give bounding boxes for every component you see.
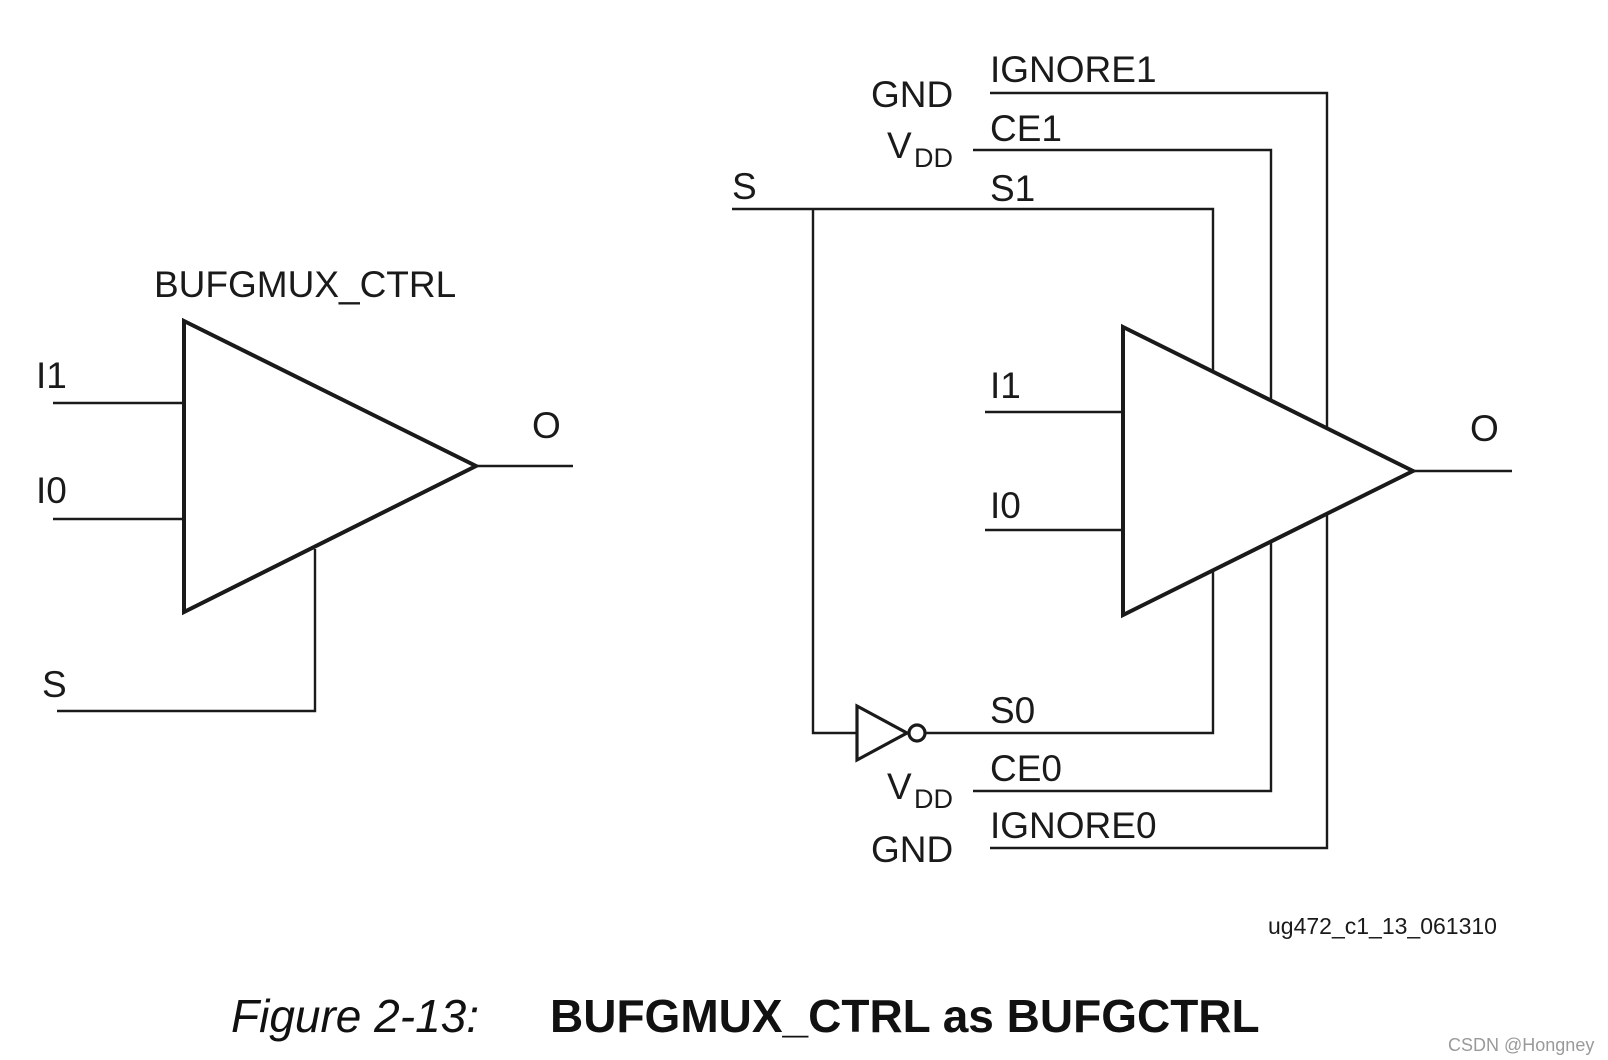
left-i1-label: I1	[36, 355, 67, 396]
s0-label: S0	[990, 690, 1035, 731]
left-title-label: BUFGMUX_CTRL	[154, 264, 456, 305]
ce1-label: CE1	[990, 108, 1062, 149]
vdd-bot-sub: DD	[914, 784, 953, 814]
figure-title: BUFGMUX_CTRL as BUFGCTRL	[550, 990, 1260, 1042]
left-s-wire	[57, 549, 317, 713]
right-i0-label: I0	[990, 485, 1021, 526]
figure-number: Figure 2-13:	[231, 990, 479, 1042]
ignore0-wire	[990, 514, 1329, 850]
watermark: CSDN @Hongney	[1448, 1035, 1594, 1055]
vdd-top-sub: DD	[914, 143, 953, 173]
s1-wire	[813, 207, 1215, 373]
s-to-inverter-wire	[811, 209, 857, 735]
right-out-label: O	[1470, 408, 1499, 449]
s0-wire	[925, 571, 1215, 735]
ignore1-wire	[990, 91, 1329, 427]
ignore1-label: IGNORE1	[990, 49, 1157, 90]
left-s-label: S	[42, 664, 67, 705]
ce0-wire	[973, 542, 1273, 793]
s1-label: S1	[990, 168, 1035, 209]
inverter-bubble	[907, 723, 927, 743]
right-buffer-triangle	[1121, 323, 1418, 619]
left-bufgmux-ctrl: BUFGMUX_CTRL I1 I0 S O	[36, 264, 573, 713]
left-out-label: O	[532, 405, 561, 446]
left-buffer-triangle	[182, 317, 481, 616]
figure-file-id: ug472_c1_13_061310	[1268, 913, 1497, 939]
right-s-label: S	[732, 166, 757, 207]
vdd-bot-label: V	[887, 766, 912, 807]
vdd-top-label: V	[887, 125, 912, 166]
gnd-top-label: GND	[871, 74, 953, 115]
ignore0-label: IGNORE0	[990, 805, 1157, 846]
right-bufgctrl: S GND V DD IGNORE1 CE1 S1 I1 I0 O S0 V D…	[732, 49, 1512, 870]
right-i1-label: I1	[990, 365, 1021, 406]
left-i0-label: I0	[36, 470, 67, 511]
gnd-bot-label: GND	[871, 829, 953, 870]
ce1-wire	[973, 148, 1273, 399]
inverter-triangle	[855, 703, 911, 763]
ce0-label: CE0	[990, 748, 1062, 789]
